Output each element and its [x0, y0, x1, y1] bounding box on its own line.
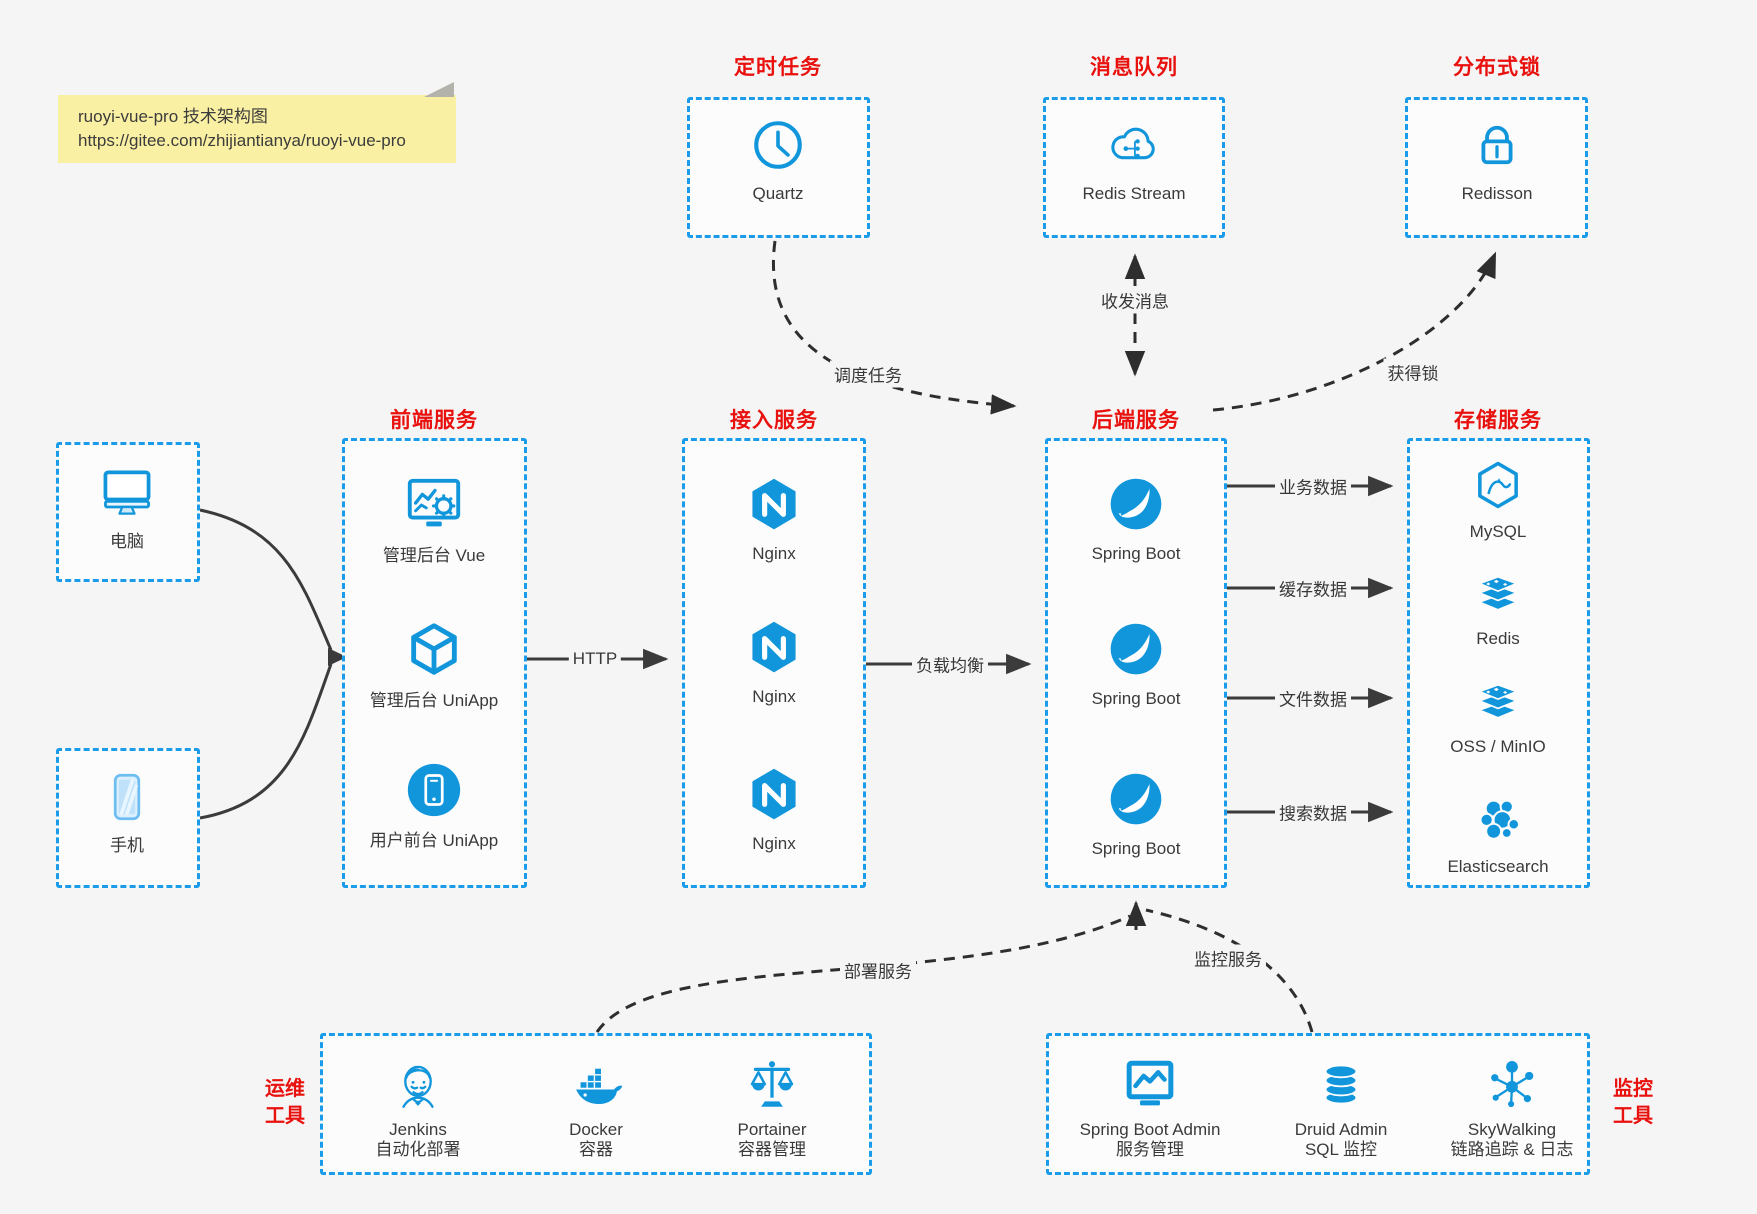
spring-boot-icon — [1106, 769, 1166, 829]
phone-to-frontend-arrow — [199, 663, 333, 820]
node-jenkins: Jenkins 自动化部署 — [328, 1056, 508, 1160]
label-ops-tools: 运维 工具 — [265, 1078, 305, 1127]
user-app-icon — [403, 759, 465, 821]
group-distributed-lock — [1405, 97, 1588, 238]
label-file-data: 文件数据 — [1275, 684, 1351, 712]
node-nginx-1: Nginx — [684, 474, 864, 564]
label-monitor-service: 监控服务 — [1190, 944, 1266, 972]
node-redis-stream: Redis Stream — [1044, 116, 1224, 204]
label-monitor-tools: 监控 工具 — [1613, 1078, 1653, 1127]
nginx-icon — [744, 617, 804, 677]
label-http: HTTP — [568, 648, 622, 670]
monitor-curve — [1145, 908, 1314, 1033]
node-pc: 电脑 — [37, 462, 217, 552]
uniapp-cube-icon — [403, 619, 465, 681]
spring-boot-icon — [1106, 474, 1166, 534]
lock-icon — [1468, 116, 1526, 174]
node-admin-vue: 管理后台 Vue — [344, 474, 524, 566]
title-frontend-services: 前端服务 — [390, 409, 478, 432]
title-message-queue: 消息队列 — [1090, 56, 1178, 79]
node-admin-uniapp: 管理后台 UniApp — [344, 619, 524, 711]
node-spring-boot-1: Spring Boot — [1046, 474, 1226, 564]
note-title: ruoyi-vue-pro 技术架构图 — [78, 107, 268, 126]
label-biz-data: 业务数据 — [1275, 472, 1351, 500]
spring-boot-icon — [1106, 619, 1166, 679]
druid-icon — [1312, 1056, 1370, 1114]
smartphone-icon — [98, 768, 156, 826]
spring-boot-admin-icon — [1121, 1056, 1179, 1114]
nginx-icon — [744, 474, 804, 534]
sticky-note: ruoyi-vue-pro 技术架构图 https://gitee.com/zh… — [58, 82, 456, 163]
node-spring-boot-2: Spring Boot — [1046, 619, 1226, 709]
node-skywalking: SkyWalking 链路追踪 & 日志 — [1422, 1056, 1602, 1160]
node-phone: 手机 — [37, 768, 217, 856]
redis-icon — [1471, 565, 1525, 619]
node-user-uniapp: 用户前台 UniApp — [344, 759, 524, 851]
nginx-icon — [744, 764, 804, 824]
group-storage — [1407, 438, 1590, 888]
node-portainer: Portainer 容器管理 — [682, 1056, 862, 1160]
node-redisson: Redisson — [1407, 116, 1587, 204]
label-deploy-service: 部署服务 — [840, 956, 916, 984]
label-send-receive-message: 收发消息 — [1097, 286, 1173, 314]
label-acquire-lock: 获得锁 — [1383, 358, 1443, 386]
title-distributed-lock: 分布式锁 — [1453, 56, 1541, 79]
title-access-services: 接入服务 — [730, 409, 818, 432]
skywalking-icon — [1483, 1056, 1541, 1114]
node-nginx-3: Nginx — [684, 764, 864, 854]
label-search-data: 搜索数据 — [1275, 798, 1351, 826]
note-fold-corner — [424, 82, 454, 97]
acquire-lock-arrow — [1212, 251, 1497, 412]
title-backend-services: 后端服务 — [1092, 409, 1180, 432]
title-scheduled-task: 定时任务 — [734, 56, 822, 79]
mysql-icon — [1471, 458, 1525, 512]
title-storage-services: 存储服务 — [1454, 409, 1542, 432]
node-redis: Redis — [1408, 565, 1588, 649]
node-spring-boot-3: Spring Boot — [1046, 769, 1226, 859]
label-schedule-task: 调度任务 — [830, 360, 906, 388]
docker-icon — [567, 1056, 625, 1114]
deploy-curve — [595, 914, 1131, 1033]
node-docker: Docker 容器 — [506, 1056, 686, 1160]
jenkins-icon — [389, 1056, 447, 1114]
cloud-share-icon — [1105, 116, 1163, 174]
clients-converge-arrowhead — [328, 648, 347, 666]
node-elasticsearch: Elasticsearch — [1408, 791, 1588, 877]
desktop-icon — [97, 462, 157, 522]
group-message-queue — [1043, 97, 1225, 238]
oss-minio-icon — [1471, 673, 1525, 727]
label-load-balance: 负载均衡 — [912, 650, 988, 678]
pc-to-frontend-arrow — [199, 508, 333, 651]
label-cache-data: 缓存数据 — [1275, 574, 1351, 602]
portainer-icon — [743, 1056, 801, 1114]
schedule-task-arrow — [771, 240, 1017, 415]
node-nginx-2: Nginx — [684, 617, 864, 707]
node-druid-admin: Druid Admin SQL 监控 — [1251, 1056, 1431, 1160]
node-spring-boot-admin: Spring Boot Admin 服务管理 — [1060, 1056, 1240, 1160]
clock-icon — [749, 116, 807, 174]
admin-vue-icon — [403, 474, 465, 536]
elasticsearch-icon — [1470, 791, 1526, 847]
node-oss-minio: OSS / MinIO — [1408, 673, 1588, 757]
group-monitor-tools — [1046, 1033, 1590, 1175]
node-quartz: Quartz — [688, 116, 868, 204]
node-mysql: MySQL — [1408, 458, 1588, 542]
note-url: https://gitee.com/zhijiantianya/ruoyi-vu… — [78, 131, 406, 150]
